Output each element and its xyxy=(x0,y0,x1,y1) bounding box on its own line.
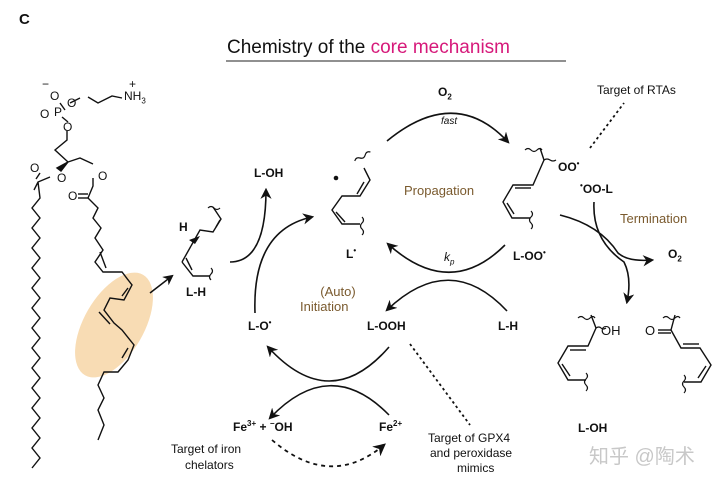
label-l-radical: L• xyxy=(346,246,357,261)
phosphate-o-link2: O xyxy=(63,120,73,134)
radical-dot: • xyxy=(268,318,272,327)
loo-text: L-OO xyxy=(513,249,543,263)
radical-dot: • xyxy=(543,248,546,257)
phosphate-o-link1: O xyxy=(67,96,77,110)
label-termination: Termination xyxy=(620,211,688,226)
phosphorus-atom: P xyxy=(54,105,63,119)
arrow-fe2-to-fe3 xyxy=(268,385,390,420)
arrow-loo-to-lradical xyxy=(386,242,506,273)
label-oh-atom: OH xyxy=(601,323,621,338)
label-oo-group: OO• xyxy=(558,159,580,174)
phosphate-o-top: O xyxy=(50,89,60,103)
label-target-iron-line2: chelators xyxy=(185,458,234,472)
arrow-to-lh xyxy=(149,274,174,294)
arrow-o2-addition xyxy=(386,112,510,144)
label-target-gpx4-line3: mimics xyxy=(457,461,495,475)
ester1-carbonyl-o: O xyxy=(30,161,40,175)
figure-title: Chemistry of the core mechanism xyxy=(227,38,510,57)
iron-recycle-dotted-arrow xyxy=(271,439,386,468)
label-oo-l: •OO-L xyxy=(580,181,613,196)
nh-text: NH xyxy=(124,89,142,103)
label-auto-line1: (Auto) xyxy=(320,284,356,299)
label-fast: fast xyxy=(441,116,458,127)
hydroxide-minus: − xyxy=(269,419,275,428)
label-target-gpx4-line1: Target of GPX4 xyxy=(428,431,511,445)
bisallylic-highlight xyxy=(75,272,153,378)
arrow-termination-o2 xyxy=(559,214,655,267)
lo-text: L-O xyxy=(248,319,269,333)
label-ketone-o: O xyxy=(645,323,656,338)
label-loo-radical: L-OO• xyxy=(513,248,546,263)
ammonium-group: NH3 xyxy=(124,89,146,106)
label-fe2: Fe2+ xyxy=(379,419,403,434)
label-kp: kp xyxy=(444,250,455,267)
panel-label: C xyxy=(19,11,30,28)
label-lh-right: L-H xyxy=(498,319,518,333)
label-initiation-line2: Initiation xyxy=(300,299,349,314)
ammonium-charge-plus: + xyxy=(129,77,137,91)
radical-dot: • xyxy=(576,159,580,168)
loh-product-structure xyxy=(557,314,597,381)
arrow-looh-to-lo xyxy=(266,345,390,382)
kp-subscript: p xyxy=(450,257,455,267)
hydroxide-text: OH xyxy=(274,420,293,434)
label-o2-top: O2 xyxy=(438,85,452,102)
ester2-carbonyl-o: O xyxy=(68,189,78,203)
o2-subscript: 2 xyxy=(447,92,452,102)
label-lh-left: L-H xyxy=(186,285,206,299)
o2-text: O xyxy=(668,247,678,261)
o2-subscript: 2 xyxy=(677,254,682,264)
lradical-structure xyxy=(331,167,371,225)
arrow-to-loh-top xyxy=(229,187,272,263)
loo-structure xyxy=(502,147,545,219)
gpx4-dotted-line xyxy=(409,343,471,426)
label-target-iron-line1: Target of iron xyxy=(171,442,242,456)
radical-dot: • xyxy=(353,246,357,255)
lh-structure xyxy=(181,206,222,277)
phosphate-charge-minus: − xyxy=(42,77,50,91)
fe3-text: Fe xyxy=(233,420,248,434)
label-o2-right: O2 xyxy=(668,247,682,264)
arrow-lo-to-lradical xyxy=(254,213,315,314)
label-target-rtas: Target of RTAs xyxy=(597,83,676,97)
phosphate-o-eq: O xyxy=(40,107,50,121)
title-prefix: Chemistry of the xyxy=(227,37,371,58)
fe2-superscript: 2+ xyxy=(393,419,403,428)
label-fe3-plus-hydroxide: Fe3+ + −OH xyxy=(233,419,293,434)
ool-text: OO-L xyxy=(582,182,613,196)
ester1-o: O xyxy=(57,171,67,185)
lh-h-atom: H xyxy=(179,220,188,234)
kp-k: k xyxy=(444,250,450,264)
ester2-o: O xyxy=(98,169,108,183)
fe3-superscript: 3+ xyxy=(247,419,257,428)
o2-text: O xyxy=(438,85,448,99)
label-propagation: Propagation xyxy=(404,183,475,198)
plus-sign: + xyxy=(259,420,267,434)
ketone-product-structure xyxy=(658,314,712,383)
title-highlight: core mechanism xyxy=(370,37,510,58)
label-target-gpx4-line2: and peroxidase xyxy=(430,446,513,460)
rta-dotted-line xyxy=(589,102,625,149)
label-lo-radical: L-O• xyxy=(248,318,272,333)
nh3-subscript: 3 xyxy=(141,96,146,106)
fe2-text: Fe xyxy=(379,420,394,434)
phospholipid-skeleton xyxy=(31,95,135,469)
label-loh-top: L-OH xyxy=(254,166,284,180)
label-loh-bottom: L-OH xyxy=(578,421,608,435)
radical-dot: • xyxy=(580,181,583,190)
l-radical-text: L xyxy=(346,247,354,261)
arrow-termination-products xyxy=(593,201,635,305)
oo-text: OO xyxy=(558,160,577,174)
label-looh: L-OOH xyxy=(367,319,406,333)
arrow-lh-to-looh xyxy=(385,279,508,312)
watermark: 知乎 @陶术 xyxy=(589,446,695,468)
